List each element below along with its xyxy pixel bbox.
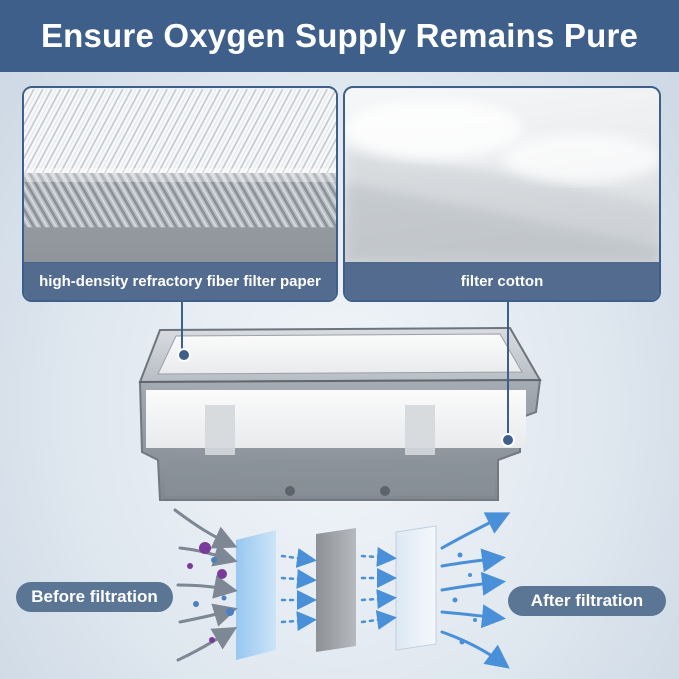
filter-layers-diagram (236, 525, 437, 660)
fiber-filter-paper-photo (24, 89, 336, 263)
after-filtration-label: After filtration (508, 586, 666, 616)
clean-air-particles (452, 552, 477, 645)
callout-connectors (177, 302, 515, 447)
contaminant-particles (187, 542, 234, 643)
outgoing-air-arrows (440, 512, 511, 669)
header-banner: Ensure Oxygen Supply Remains Pure (0, 0, 679, 72)
fiber-filter-paper-caption: high-density refractory fiber filter pap… (24, 262, 336, 300)
filter-cotton-panel: filter cotton (343, 86, 661, 302)
before-filtration-label: Before filtration (16, 582, 173, 612)
incoming-air-arrows (173, 508, 238, 662)
inner-air-arrows (280, 547, 397, 631)
fiber-filter-paper-panel: high-density refractory fiber filter pap… (22, 86, 338, 302)
filter-cartridge-image (138, 326, 542, 501)
filter-cotton-caption: filter cotton (345, 262, 659, 300)
page-title: Ensure Oxygen Supply Remains Pure (40, 17, 639, 54)
filter-cotton-photo (345, 89, 659, 263)
